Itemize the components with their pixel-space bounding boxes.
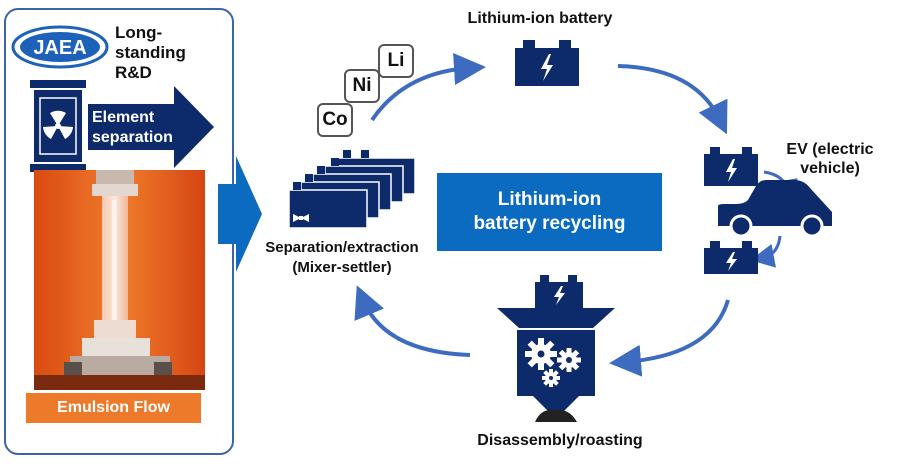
- arrow-car-in: [750, 235, 782, 268]
- mixer-settler-icon: [288, 150, 416, 229]
- crusher-icon: [497, 308, 615, 422]
- logo-caption: Long-standing R&D: [115, 23, 186, 82]
- jaea-logo: JAEA: [11, 25, 109, 69]
- ev-battery-bottom-icon: [704, 241, 758, 274]
- gear-icon: [542, 369, 560, 387]
- disassembly-label: Disassembly/roasting: [477, 432, 643, 449]
- element-ni: Ni: [344, 69, 380, 103]
- element-separation-arrow: [88, 86, 214, 168]
- element-separation-label: Element separation: [92, 109, 173, 146]
- arrow-disassembly-to-separation: [354, 285, 471, 357]
- main-flow-arrow: [218, 156, 262, 272]
- emulsion-flow-label: Emulsion Flow: [26, 393, 201, 423]
- recycling-center-text: Lithium-ion battery recycling: [473, 189, 626, 234]
- jaea-logo-text: JAEA: [33, 37, 86, 59]
- arrow-ev-to-disassembly: [609, 299, 730, 377]
- ev-car-icon: [718, 180, 832, 236]
- disassembly-battery-icon: [535, 275, 583, 309]
- gear-icon: [557, 348, 581, 372]
- arrow-battery-to-ev: [617, 64, 728, 135]
- ev-battery-top-icon: [704, 147, 758, 186]
- battery-icon: [515, 40, 579, 86]
- separation-label: Separation/extraction (Mixer-settler): [265, 239, 419, 276]
- emulsion-flow-photo: [34, 170, 205, 390]
- gear-icon: [525, 338, 557, 370]
- element-li: Li: [378, 44, 414, 78]
- ev-label: EV (electric vehicle): [786, 141, 874, 177]
- battery-label: Lithium-ion battery: [467, 10, 613, 27]
- arrow-separation-to-battery: [370, 53, 486, 122]
- radiation-drum-icon: [30, 80, 86, 172]
- recycling-center-box: Lithium-ion battery recycling: [437, 173, 662, 251]
- element-co: Co: [317, 103, 353, 137]
